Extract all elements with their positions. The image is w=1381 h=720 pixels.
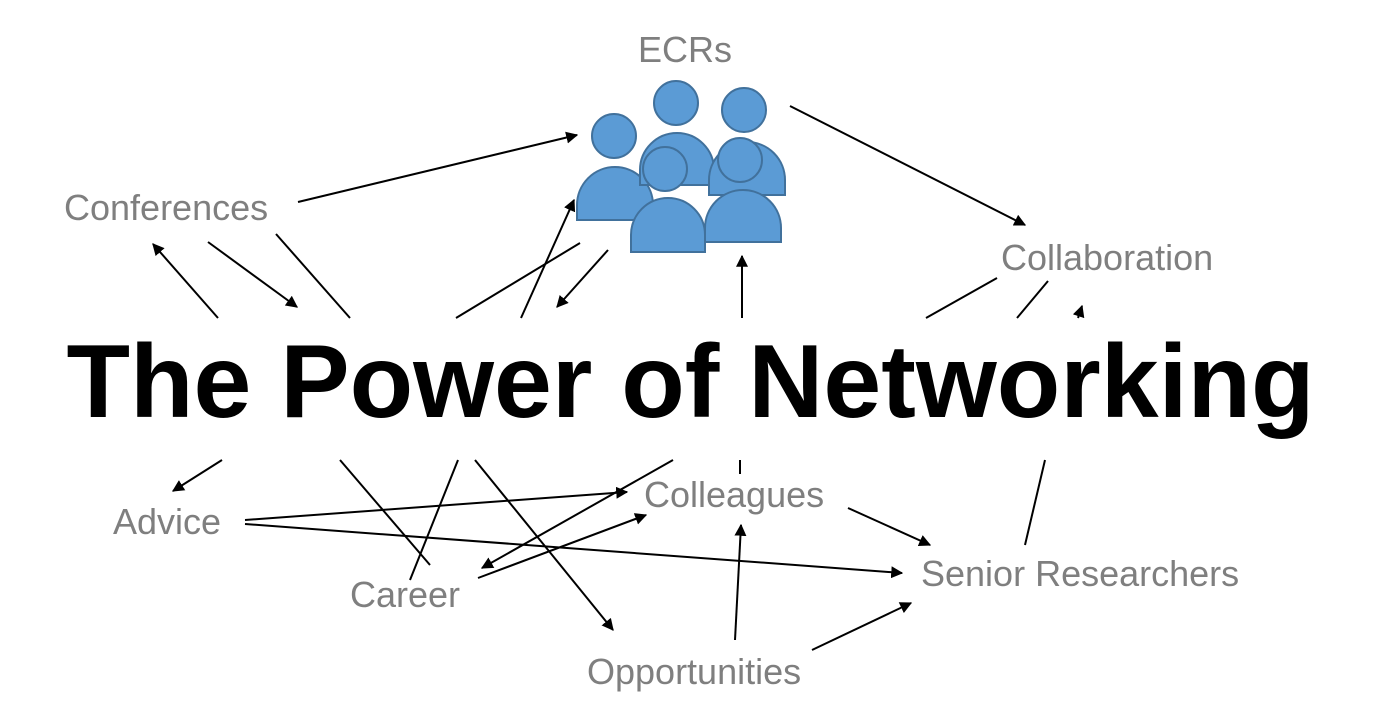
node-opportunities: Opportunities xyxy=(587,651,802,692)
arrow-conferences-down xyxy=(207,241,298,308)
arrow-advice-to-senior xyxy=(244,523,904,579)
arrow-ecrs-down-left xyxy=(556,249,609,308)
line-career-up xyxy=(409,459,459,581)
line-collaboration-b xyxy=(1016,280,1049,319)
arrow-up-to-ecrs xyxy=(520,198,576,319)
page-title: The Power of Networking xyxy=(66,324,1315,440)
line-senior-up xyxy=(1024,459,1046,546)
node-senior-researchers: Senior Researchers xyxy=(921,553,1240,594)
node-ecrs: ECRs xyxy=(638,29,733,70)
arrow-conferences-to-ecrs xyxy=(297,131,579,203)
node-career: Career xyxy=(350,574,461,615)
line-conferences-through-title xyxy=(275,233,351,319)
arrow-advice-to-colleagues xyxy=(244,486,629,521)
arrow-to-opportunities xyxy=(474,459,614,631)
line-ecrs-left-a xyxy=(455,242,581,319)
arrow-up-to-collaboration xyxy=(1072,304,1085,319)
arrow-to-advice xyxy=(171,459,223,492)
node-colleagues: Colleagues xyxy=(644,474,825,515)
line-collaboration-a xyxy=(925,277,998,319)
arrow-ecrs-to-collaboration xyxy=(789,105,1027,226)
node-conferences: Conferences xyxy=(64,187,269,228)
arrow-career-to-colleagues xyxy=(477,513,648,579)
people-group-icon xyxy=(576,80,786,253)
arrow-opportunities-to-senior xyxy=(811,602,913,651)
line-to-career-a xyxy=(339,459,431,566)
node-collaboration: Collaboration xyxy=(1001,237,1214,278)
arrow-opportunities-to-colleagues xyxy=(734,523,747,641)
arrow-to-career xyxy=(480,459,674,569)
arrow-colleagues-to-senior xyxy=(847,507,932,547)
node-advice: Advice xyxy=(113,501,222,542)
arrow-to-conferences xyxy=(152,243,219,319)
